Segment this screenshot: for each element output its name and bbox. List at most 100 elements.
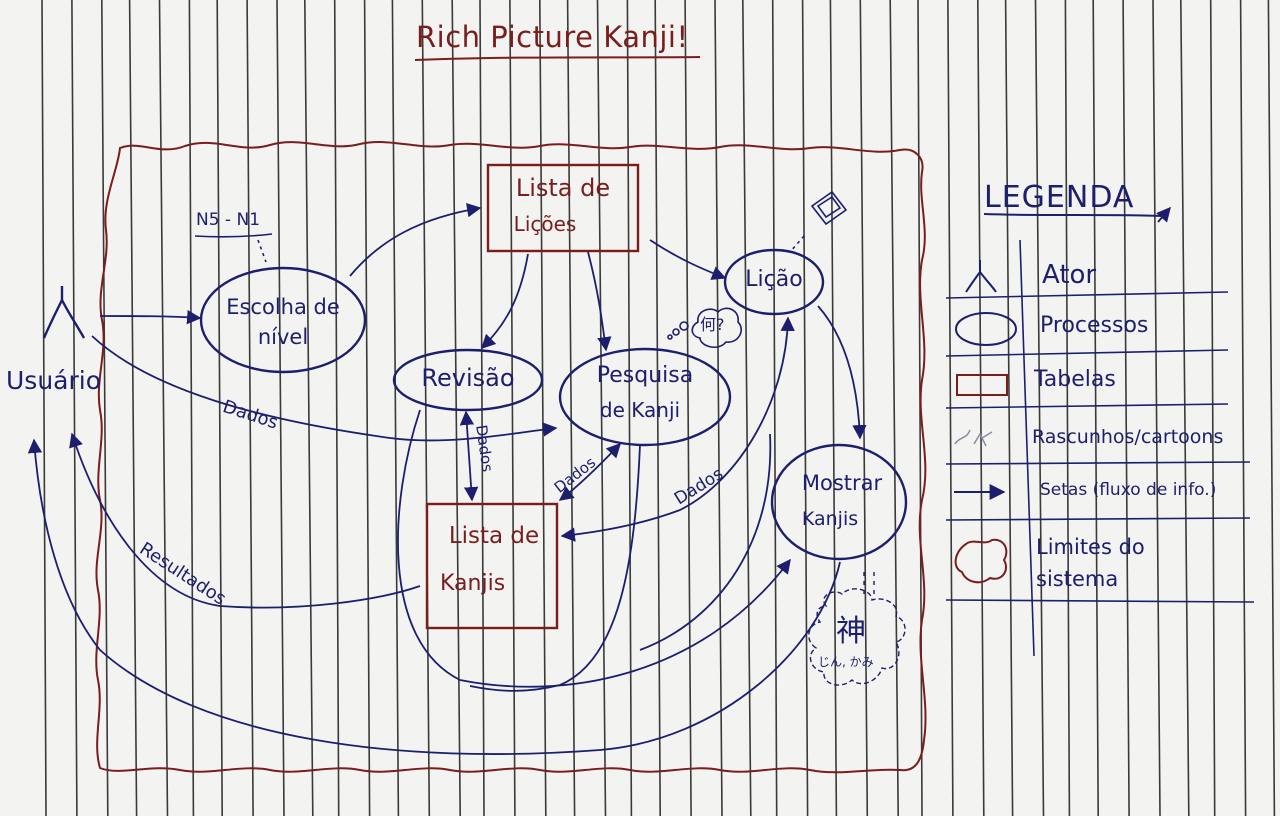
process-mostrar-kanjis bbox=[770, 443, 908, 561]
legend-boundary-icon bbox=[954, 538, 1008, 584]
legend-row-rule-1 bbox=[945, 291, 1229, 299]
ruling-line bbox=[333, 0, 340, 816]
legend-item-setas: Setas (fluxo de info.) bbox=[1040, 480, 1217, 500]
arrow-licao-to-mostrar bbox=[817, 305, 867, 440]
arrow-licao-lista-kanjis bbox=[560, 316, 795, 542]
ruling-line bbox=[1209, 0, 1216, 816]
ruling-line bbox=[479, 0, 485, 816]
legend bbox=[945, 206, 1255, 657]
ruling-line bbox=[276, 0, 285, 816]
lista-licoes-line1: Lista de bbox=[515, 174, 611, 202]
level-note: N5 - N1 bbox=[196, 210, 261, 230]
ruling-line bbox=[41, 0, 47, 816]
ruling-line bbox=[128, 0, 138, 816]
ruling-line bbox=[1180, 0, 1190, 816]
level-note-underline bbox=[194, 233, 273, 238]
ruling-line bbox=[1092, 0, 1099, 816]
arrow-usuario-to-escolha bbox=[99, 309, 202, 325]
ruling-line bbox=[158, 0, 169, 816]
ruling-line bbox=[1152, 0, 1161, 816]
legend-item-tabelas: Tabelas bbox=[1034, 367, 1116, 392]
revisao-label: Revisão bbox=[421, 364, 515, 392]
page-title: Rich Picture Kanji! bbox=[416, 20, 689, 54]
legend-title-arrow bbox=[1156, 206, 1171, 223]
process-licao bbox=[723, 248, 825, 316]
kanji-cartoon-reading: じん, かみ bbox=[818, 655, 874, 669]
arrow-pesquisa-loop bbox=[469, 444, 641, 692]
legend-row-rule-2 bbox=[945, 349, 1229, 357]
lista-kanjis-line2: Kanjis bbox=[440, 571, 506, 596]
kanji-cartoon-char: 神 bbox=[836, 614, 866, 649]
licao-label: Lição bbox=[745, 267, 803, 292]
legend-ellipse-icon bbox=[955, 312, 1017, 346]
ruling-line bbox=[421, 0, 431, 816]
legend-actor-icon bbox=[965, 260, 997, 293]
ruling-line bbox=[859, 0, 869, 816]
escolha-label-line1: Escolha de bbox=[226, 295, 340, 319]
ruling-line bbox=[1004, 0, 1014, 816]
question-cartoon-text: 何? bbox=[700, 315, 725, 334]
ruling-line bbox=[304, 0, 314, 816]
arrow-mostrar-to-usuario bbox=[27, 438, 841, 755]
ruling-line bbox=[801, 0, 809, 816]
process-revisao bbox=[392, 348, 544, 412]
legend-item-processos: Processos bbox=[1040, 313, 1149, 338]
legend-title-underline bbox=[983, 213, 1165, 217]
lista-kanjis-line1: Lista de bbox=[448, 523, 540, 549]
book-cartoon bbox=[789, 190, 848, 253]
table-lista-de-licoes bbox=[486, 163, 640, 253]
ruling-line bbox=[101, 0, 109, 816]
ruling-line bbox=[71, 0, 78, 816]
ruling-line bbox=[1267, 0, 1276, 816]
arrow-escolha-to-lista-licoes bbox=[349, 203, 482, 277]
legend-vertical-divider bbox=[1019, 239, 1035, 657]
legend-sketch-icon bbox=[954, 429, 993, 447]
arrow-lista-licoes-to-revisao bbox=[480, 253, 529, 350]
lista-licoes-line2: Lições bbox=[513, 212, 577, 236]
arrow-lista-licoes-to-licao bbox=[649, 239, 727, 280]
level-note-pointer bbox=[257, 239, 267, 263]
ruling-line bbox=[1064, 0, 1071, 816]
ruling-line bbox=[509, 0, 516, 816]
legend-row-rule-6 bbox=[945, 599, 1255, 603]
ruling-line bbox=[188, 0, 195, 816]
arrow-lista-licoes-to-pesquisa bbox=[587, 251, 612, 352]
pesquisa-label-line1: Pesquisa bbox=[596, 363, 694, 388]
ruling-line bbox=[889, 0, 899, 816]
legend-item-limites-1: Limites do sistema bbox=[1036, 535, 1145, 591]
actor-label: Usuário bbox=[6, 366, 102, 395]
pesquisa-label-line2: de Kanji bbox=[599, 398, 681, 422]
arrow-lista-kanjis-resultados bbox=[69, 432, 421, 609]
ruling-line bbox=[771, 0, 778, 816]
legend-rectangle-icon bbox=[956, 374, 1008, 396]
ruling-line bbox=[216, 0, 223, 816]
process-escolha-de-nivel bbox=[199, 266, 367, 374]
ruling-line bbox=[451, 0, 461, 816]
table-lista-de-kanjis bbox=[425, 502, 559, 630]
arrow-pesquisa-to-mostrar bbox=[639, 433, 772, 651]
legend-title: LEGENDA bbox=[984, 180, 1135, 215]
ruling-line bbox=[391, 0, 400, 816]
escolha-label-line2: nível bbox=[257, 325, 309, 349]
ruling-line bbox=[1122, 0, 1130, 816]
actor-icon bbox=[42, 286, 86, 339]
legend-row-rule-3 bbox=[945, 403, 1229, 409]
ruling-line bbox=[1239, 0, 1247, 816]
ruling-line bbox=[363, 0, 371, 816]
ruling-line bbox=[829, 0, 838, 816]
legend-item-ator: Ator bbox=[1042, 260, 1097, 290]
ruling-line bbox=[539, 0, 547, 816]
arrow-revisao-to-mostrar bbox=[397, 409, 791, 688]
mostrar-label-line2: Kanjis bbox=[801, 508, 859, 530]
mostrar-label-line1: Mostrar bbox=[801, 471, 883, 495]
arrow-revisao-lista-kanjis bbox=[459, 410, 479, 502]
arrow-usuario-dados-to-pesquisa bbox=[91, 335, 558, 442]
legend-item-rascunhos: Rascunhos/cartoons bbox=[1032, 426, 1224, 448]
ruling-line bbox=[246, 0, 254, 816]
legend-row-rule-5 bbox=[945, 517, 1251, 521]
title-underline bbox=[414, 56, 701, 61]
flow-arrows bbox=[27, 203, 867, 755]
legend-row-rule-4 bbox=[945, 461, 1251, 465]
system-boundary bbox=[95, 140, 927, 774]
